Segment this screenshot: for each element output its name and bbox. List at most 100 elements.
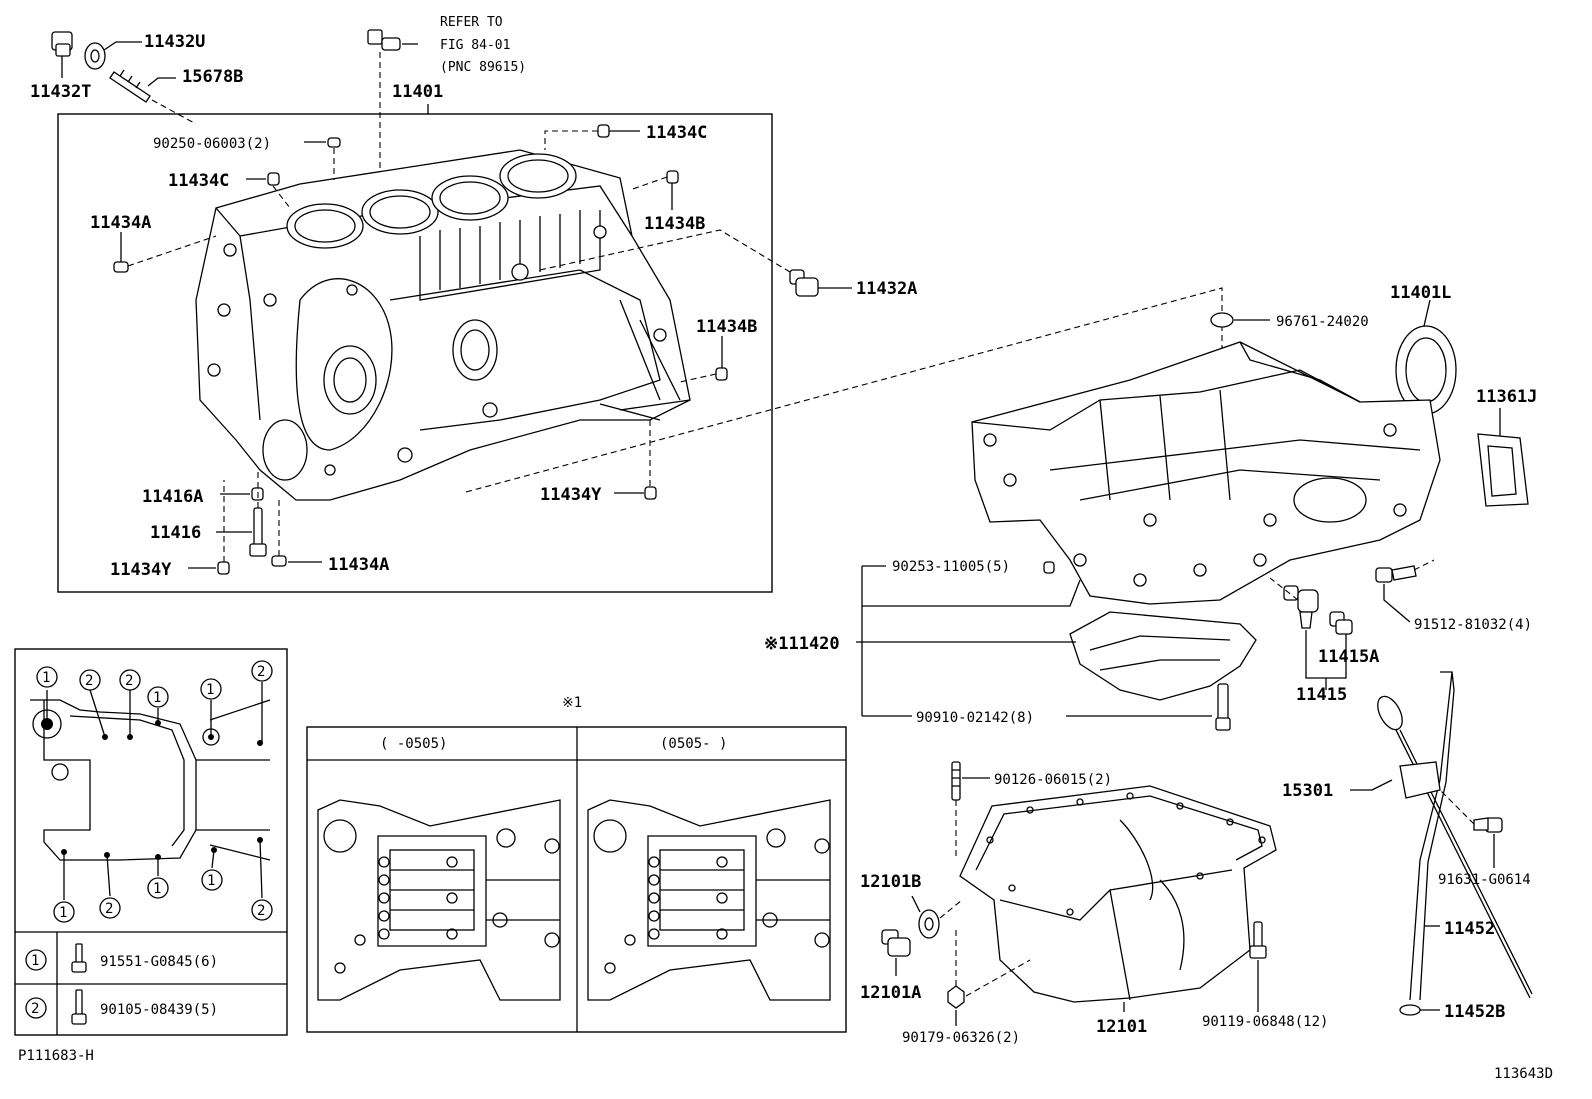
refer-note: REFER TO FIG 84-01 (PNC 89615)	[367, 15, 526, 168]
label-11452: 11452	[1444, 919, 1495, 939]
legend-row-1-part: 91551-G0845(6)	[100, 954, 218, 970]
label-11434A-left: 11434A	[90, 213, 151, 233]
label-11416: 11416	[150, 523, 201, 543]
assembly-bracket-111420	[856, 561, 1212, 717]
label-11415: 11415	[1296, 685, 1347, 705]
variant-marker: ※1	[562, 695, 582, 711]
dipstick-15301	[1350, 695, 1533, 999]
variant-box: ( -0505) (0505- )	[306, 726, 847, 1033]
gasket-11432U-drawing	[84, 41, 142, 70]
label-12101B: 12101B	[860, 872, 921, 892]
figure-id: 113643D	[1494, 1066, 1553, 1082]
legend-row-2: 2 90105-08439(5)	[25, 989, 218, 1025]
legend-row-1: 1 91551-G0845(6)	[25, 943, 218, 973]
label-11432U: 11432U	[144, 32, 205, 52]
legend-row-2-symbol: 2	[31, 1001, 39, 1017]
label-90119-06848: 90119-06848(12)	[1202, 1014, 1328, 1030]
callout-circles: 1 2 2 1 1 2 1 2 1 1 2	[36, 660, 273, 923]
refer-line-3: (PNC 89615)	[440, 60, 526, 75]
oil-pan-12101	[959, 785, 1277, 1012]
label-11434Y-left: 11434Y	[110, 560, 172, 580]
bolt-pattern-box	[14, 648, 288, 1036]
pin-11416A	[220, 487, 264, 501]
page-reference: P111683-H	[18, 1048, 94, 1064]
valve-15678B-drawing	[109, 69, 197, 125]
bolt-91631	[1439, 789, 1503, 868]
oil-seal-11401L	[1395, 299, 1457, 415]
variant-right-header: (0505- )	[660, 736, 727, 752]
plug-11432T-drawing	[51, 31, 73, 78]
label-11415A: 11415A	[1318, 647, 1379, 667]
callout-2: 2	[257, 664, 265, 680]
nut-90179	[947, 930, 1031, 1026]
variant-right-drawing	[587, 799, 831, 1001]
bolt-11416	[216, 470, 267, 557]
pin-11434B-right	[679, 336, 728, 383]
label-15678B: 15678B	[182, 67, 243, 87]
legend-row-1-symbol: 1	[31, 953, 39, 969]
label-11416A: 11416A	[142, 487, 203, 507]
dipstick-guide-11452	[1399, 671, 1455, 1016]
label-90250-06003: 90250-06003(2)	[153, 136, 271, 152]
label-90253-11005: 90253-11005(5)	[892, 559, 1010, 575]
label-11434B-top: 11434B	[644, 214, 705, 234]
oil-pressure-switch-11415	[1269, 577, 1353, 690]
label-91512-81032: 91512-81032(4)	[1414, 617, 1532, 633]
label-90179-06326: 90179-06326(2)	[902, 1030, 1020, 1046]
label-11434B-right: 11434B	[696, 317, 757, 337]
label-11452B: 11452B	[1444, 1002, 1505, 1022]
pin-11434A-left	[113, 232, 217, 273]
label-11434C-top: 11434C	[646, 123, 707, 143]
label-91631-G0614: 91631-G0614	[1438, 872, 1531, 888]
label-90910-02142: 90910-02142(8)	[916, 710, 1034, 726]
oil-strainer-drawing	[1069, 611, 1257, 701]
label-12101: 12101	[1096, 1017, 1147, 1037]
pin-11434Y-right	[614, 420, 657, 500]
refer-line-1: REFER TO	[440, 15, 503, 30]
label-11434Y-right: 11434Y	[540, 485, 602, 505]
callout-1: 1	[153, 881, 161, 897]
label-12101A: 12101A	[860, 983, 921, 1003]
callout-1: 1	[207, 873, 215, 889]
pin-11434A-bottom	[271, 500, 322, 567]
refer-line-2: FIG 84-01	[440, 38, 510, 53]
label-11361J: 11361J	[1476, 387, 1537, 407]
pin-90250	[304, 137, 341, 180]
cylinder-block-drawing	[195, 149, 691, 501]
gasket-11361J	[1477, 408, 1529, 507]
label-15301: 15301	[1282, 781, 1333, 801]
cylinder-block-frame	[57, 113, 773, 593]
callout-1: 1	[42, 670, 50, 686]
pin-11434C-top	[544, 124, 640, 150]
callout-2: 2	[257, 903, 265, 919]
label-11401L: 11401L	[1390, 283, 1451, 303]
callout-2: 2	[85, 673, 93, 689]
bolt-91512	[1375, 559, 1435, 623]
callout-1: 1	[153, 690, 161, 706]
drain-plug-12101	[881, 895, 963, 976]
label-11434A-bottom: 11434A	[328, 555, 389, 575]
callout-2: 2	[105, 901, 113, 917]
callout-2: 2	[125, 673, 133, 689]
label-11432A: 11432A	[856, 279, 917, 299]
crankcase-drawing	[971, 341, 1441, 605]
label-11432T: 11432T	[30, 82, 91, 102]
variant-left-header: ( -0505)	[380, 736, 447, 752]
bolt-90910	[1215, 683, 1231, 731]
variant-left-drawing	[317, 799, 561, 1001]
stud-90126	[951, 761, 990, 860]
label-11401: 11401	[392, 82, 443, 102]
label-11434C-left: 11434C	[168, 171, 229, 191]
o-ring-96761	[1210, 312, 1270, 328]
pin-11434C-left	[246, 172, 291, 209]
plug-11432A	[539, 229, 852, 297]
legend-row-2-part: 90105-08439(5)	[100, 1002, 218, 1018]
callout-1: 1	[206, 682, 214, 698]
pin-11434B-top	[629, 170, 679, 210]
callout-1: 1	[59, 905, 67, 921]
pin-11434Y-left	[188, 480, 230, 575]
label-111420: ※111420	[764, 634, 840, 654]
bolt-90119	[1249, 921, 1267, 1012]
label-96761-24020: 96761-24020	[1276, 314, 1369, 330]
